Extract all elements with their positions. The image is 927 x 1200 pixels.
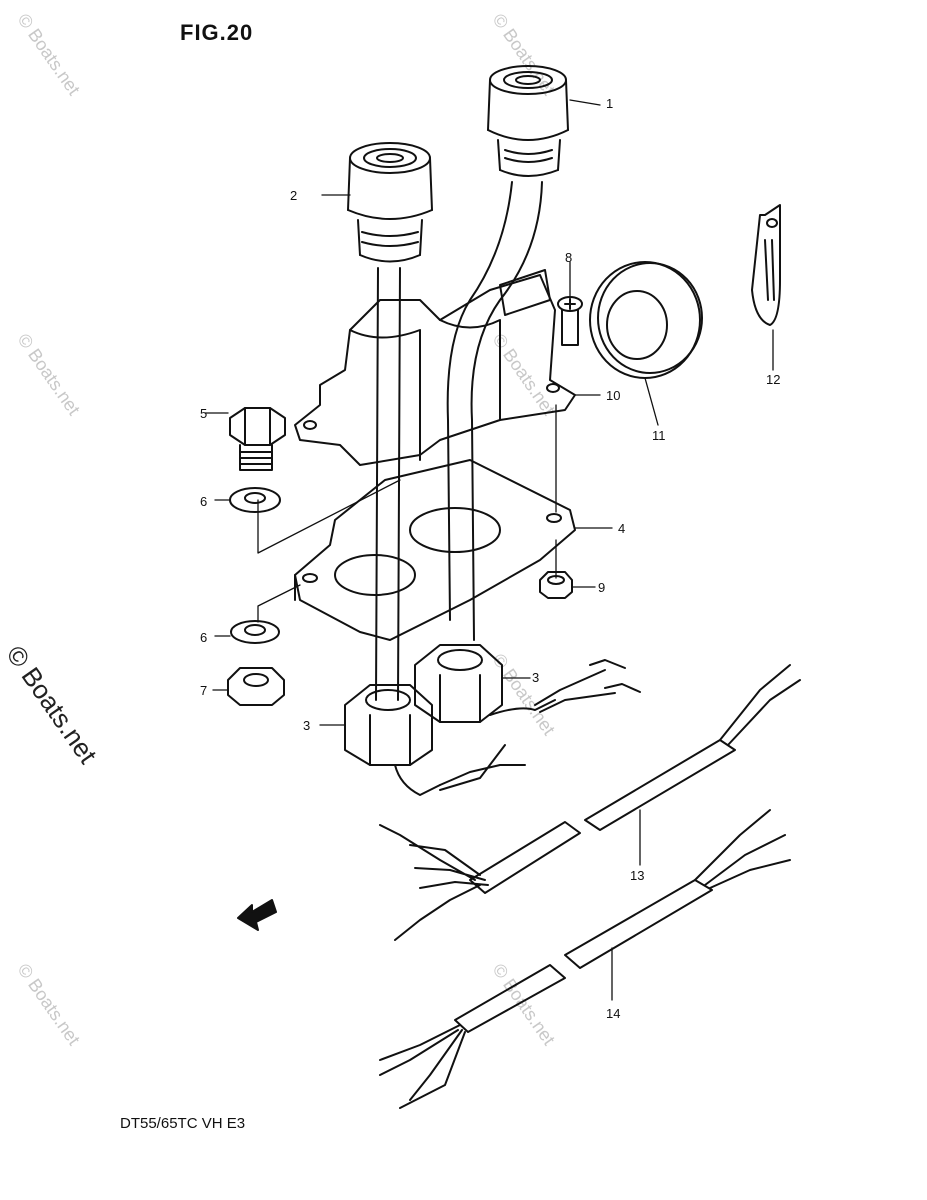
part-1-switch <box>446 65 569 641</box>
callout-14: 14 <box>606 1006 621 1021</box>
part-2-switch <box>347 142 433 701</box>
callout-9: 9 <box>598 580 606 595</box>
part-12-clamp <box>751 204 781 326</box>
callout-3: 3 <box>532 670 540 685</box>
part-4-plate <box>294 459 576 641</box>
part-10-bracket <box>294 269 576 466</box>
wire-leads <box>394 659 641 796</box>
part-3-nut <box>344 644 503 766</box>
callout-6: 6 <box>200 494 208 509</box>
callout-8: 8 <box>565 250 573 265</box>
fwd-arrow-icon <box>237 899 277 931</box>
part-7-nut <box>227 667 285 706</box>
callout-3: 3 <box>303 718 311 733</box>
part-5-bolt <box>229 407 286 471</box>
leader-lines <box>204 99 774 1001</box>
part-6-washer <box>229 487 281 644</box>
figure-label: FIG.20 <box>180 20 254 45</box>
part-13-harness <box>379 664 801 941</box>
callout-13: 13 <box>630 868 645 883</box>
model-code: DT55/65TC VH E3 <box>120 1115 246 1132</box>
callout-11: 11 <box>652 428 666 443</box>
callout-6: 6 <box>200 630 208 645</box>
callout-1: 1 <box>606 96 614 111</box>
callout-5: 5 <box>200 406 208 421</box>
part-11-grommet <box>589 261 703 379</box>
callout-12: 12 <box>766 372 781 387</box>
callout-4: 4 <box>618 521 626 536</box>
callout-2: 2 <box>290 188 298 203</box>
part-14-harness <box>379 809 791 1109</box>
part-8-screw <box>557 296 583 346</box>
callout-10: 10 <box>606 388 621 403</box>
callout-7: 7 <box>200 683 208 698</box>
